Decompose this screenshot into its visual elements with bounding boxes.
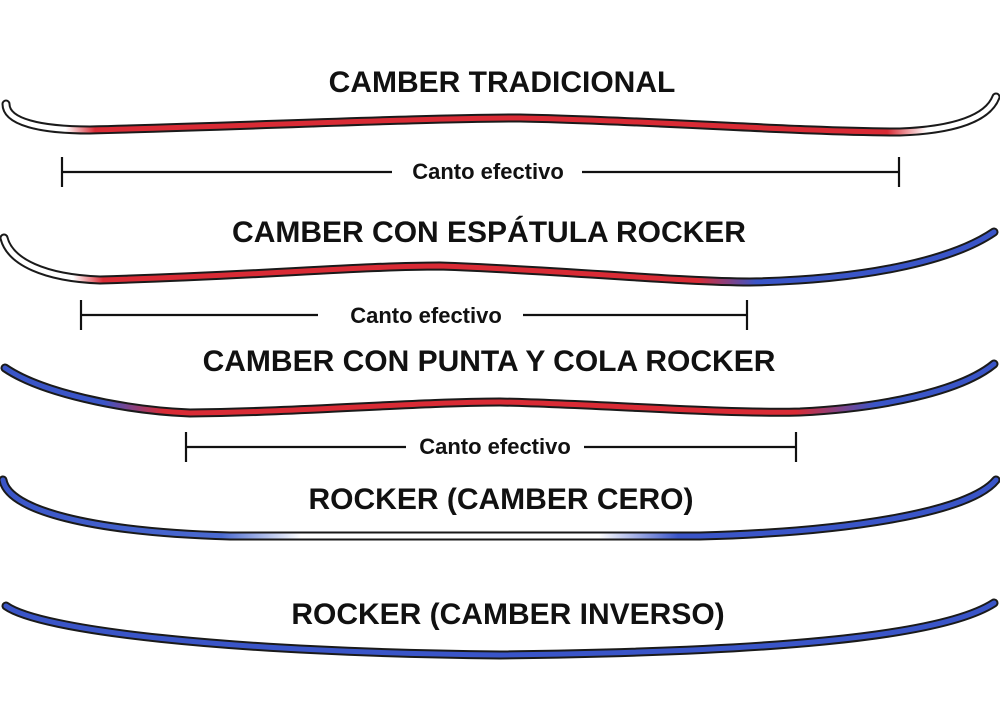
ski-base-fill	[3, 94, 999, 135]
profile-rocker-camber-cero: ROCKER (CAMBER CERO)	[0, 475, 1000, 541]
profile-title: ROCKER (CAMBER INVERSO)	[291, 598, 724, 631]
ski-base-fill	[0, 477, 999, 539]
profile-camber-espatula-rocker: CAMBER CON ESPÁTULA ROCKER Canto efectiv…	[0, 215, 999, 330]
effective-edge-label: Canto efectivo	[412, 159, 564, 184]
profile-title: CAMBER CON PUNTA Y COLA ROCKER	[203, 345, 776, 378]
profile-title: CAMBER CON ESPÁTULA ROCKER	[232, 215, 746, 249]
ski-base-fill	[3, 600, 997, 658]
profile-title: CAMBER TRADICIONAL	[329, 66, 676, 99]
effective-edge-label: Canto efectivo	[419, 434, 571, 459]
effective-edge-label: Canto efectivo	[350, 303, 502, 328]
ski-base-fill	[2, 361, 997, 416]
profile-rocker-camber-inverso: ROCKER (CAMBER INVERSO)	[1, 598, 999, 660]
profile-title: ROCKER (CAMBER CERO)	[309, 483, 694, 516]
ski-base-fill	[1, 229, 997, 285]
profile-camber-punta-cola-rocker: CAMBER CON PUNTA Y COLA ROCKER Canto efe…	[0, 345, 999, 462]
profile-camber-tradicional: CAMBER TRADICIONAL Canto efectivo	[1, 66, 1000, 187]
